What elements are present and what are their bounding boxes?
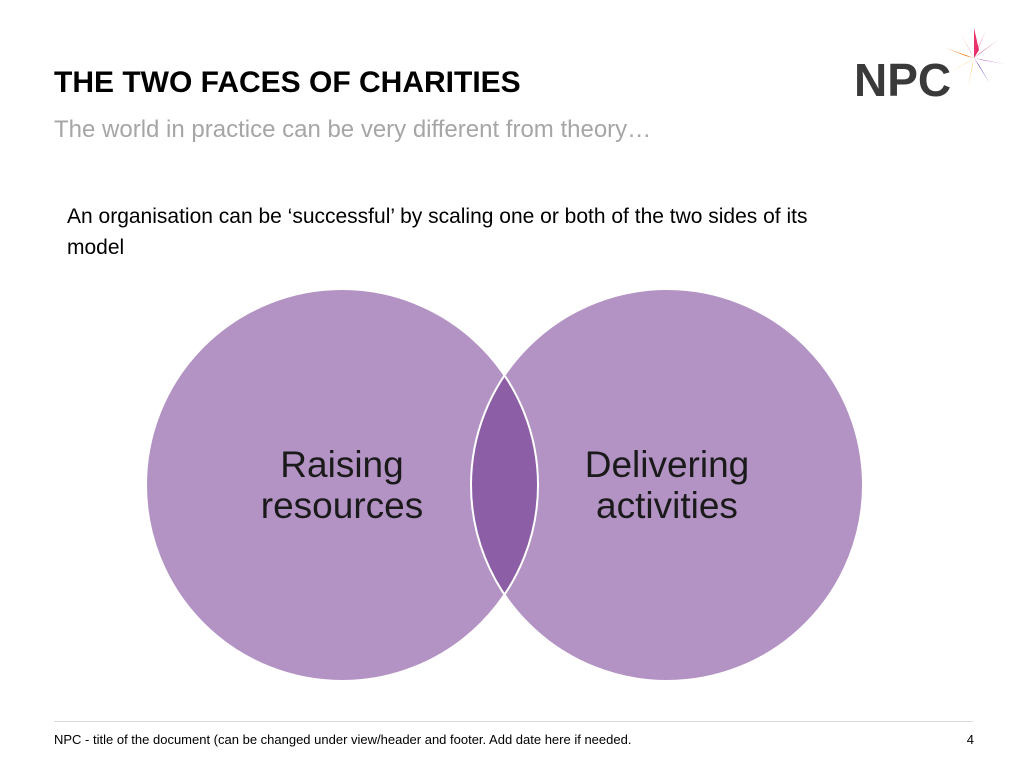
left-circle-label-line2: resources (261, 485, 423, 526)
left-circle-label-line1: Raising (280, 444, 403, 485)
logo-text: NPC (854, 54, 951, 106)
slide-title: THE TWO FACES OF CHARITIES (54, 66, 521, 99)
right-circle (471, 289, 863, 681)
right-circle-label-line2: activities (596, 485, 738, 526)
left-circle-outline (145, 288, 539, 682)
right-circle-outline (470, 288, 864, 682)
footer-text: NPC - title of the document (can be chan… (54, 732, 632, 747)
left-circle (146, 289, 538, 681)
footer-divider (54, 721, 973, 722)
intro-text: An organisation can be ‘successful’ by s… (67, 205, 808, 259)
star-burst-icon (946, 28, 1004, 88)
npc-logo: NPC (850, 20, 1010, 110)
right-circle-label-line1: Delivering (585, 444, 750, 485)
slide-subtitle: The world in practice can be very differ… (54, 116, 652, 143)
page-number: 4 (966, 732, 974, 747)
